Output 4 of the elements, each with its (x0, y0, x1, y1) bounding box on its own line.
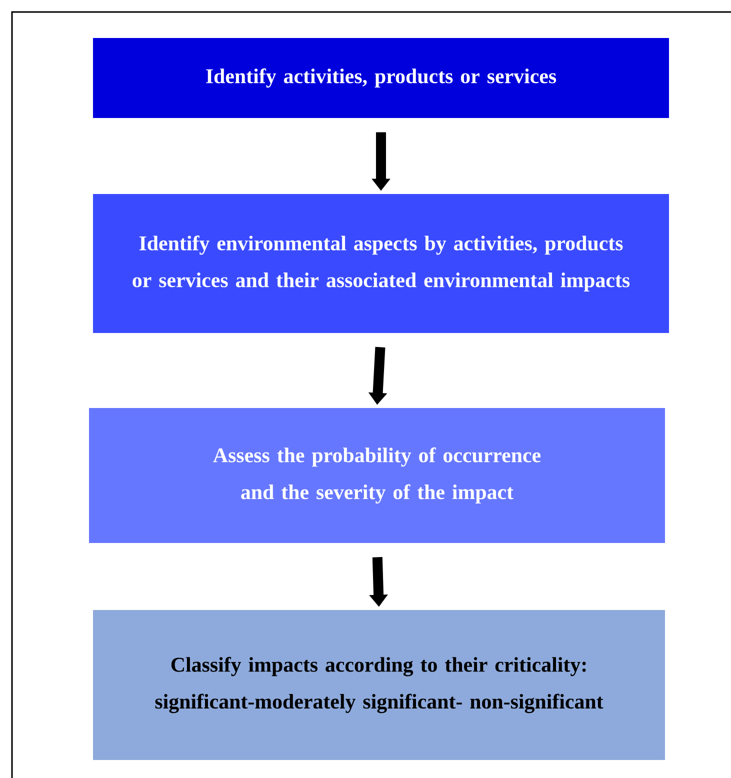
process-box: Assess the probability of occurrence and the severity of the impact (89, 408, 665, 543)
process-box: Identify activities, products or services (93, 38, 669, 118)
process-box: Identify environmental aspects by activities, products or services and their associated environmental impacts (93, 194, 669, 333)
process-box: Classify impacts according to their criticality: significant-moderately significant- non-significant (93, 610, 665, 760)
